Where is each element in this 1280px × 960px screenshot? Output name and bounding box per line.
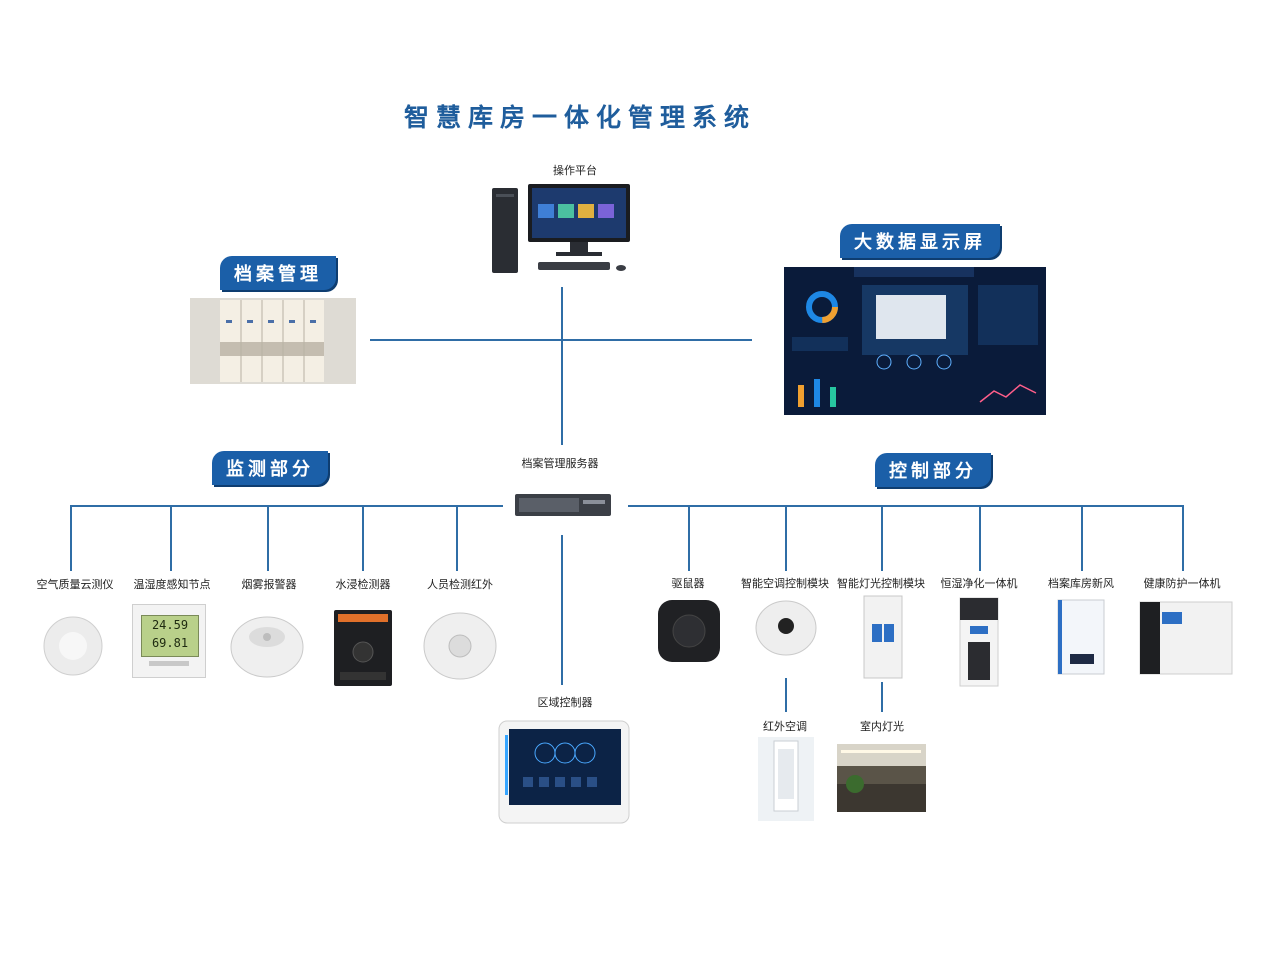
connector-drop-2	[170, 505, 172, 571]
connector-drop-11	[1182, 505, 1184, 571]
connector-ac-ir	[785, 678, 787, 712]
device-label-light-module: 智能灯光控制模块	[837, 577, 925, 590]
diagram-title: 智慧库房一体化管理系统	[403, 103, 756, 132]
connector-drop-5	[456, 505, 458, 571]
archive-management-badge: 档案管理	[220, 256, 336, 290]
connector-control-bus	[628, 505, 1184, 507]
humidity-purifier-icon	[959, 597, 999, 687]
connector-drop-10	[1081, 505, 1083, 571]
light-control-module-icon	[863, 595, 903, 679]
device-label-infrared: 人员检测红外	[427, 578, 493, 591]
rack-server-icon	[515, 494, 611, 516]
connector-platform-server	[561, 287, 563, 445]
big-data-screen-badge: 大数据显示屏	[840, 224, 1000, 258]
archive-cabinet-image	[190, 298, 356, 384]
connector-drop-4	[362, 505, 364, 571]
lcd-display: 24.59 69.81	[141, 615, 199, 657]
air-quality-sensor-icon	[43, 616, 103, 676]
device-label-fresh-air: 档案库房新风	[1048, 577, 1114, 590]
ir-ac-label: 红外空调	[763, 720, 807, 733]
device-label-ac-module: 智能空调控制模块	[741, 577, 829, 590]
smoke-detector-icon	[230, 616, 304, 678]
device-label-smoke: 烟雾报警器	[241, 578, 297, 591]
connector-drop-1	[70, 505, 72, 571]
sensor-buttons	[149, 661, 189, 666]
device-label-humidity-purifier: 恒湿净化一体机	[940, 577, 1018, 590]
connector-drop-9	[979, 505, 981, 571]
humidity-reading: 69.81	[151, 636, 189, 650]
infrared-detector-icon	[423, 612, 497, 680]
zone-controller-label: 区域控制器	[537, 696, 593, 709]
connector-archive-screen	[370, 339, 752, 341]
device-label-health-protection: 健康防护一体机	[1143, 577, 1221, 590]
rodent-repeller-icon	[658, 600, 720, 662]
connector-drop-8	[881, 505, 883, 571]
temperature-reading: 24.59	[151, 618, 189, 632]
temp-humidity-sensor: 24.59 69.81	[132, 604, 206, 678]
indoor-light-label: 室内灯光	[860, 720, 904, 733]
connector-drop-3	[267, 505, 269, 571]
connector-server-zone	[561, 535, 563, 685]
connector-monitoring-bus	[70, 505, 503, 507]
monitoring-badge: 监测部分	[212, 451, 328, 485]
operation-platform-label: 操作平台	[553, 164, 597, 177]
dashboard-screen-image	[784, 267, 1046, 415]
device-label-temp-humidity: 温湿度感知节点	[133, 578, 211, 591]
water-leak-detector-icon	[334, 610, 392, 686]
ac-control-module-icon	[755, 600, 817, 656]
health-protection-unit-icon	[1139, 601, 1233, 675]
device-label-water: 水浸检测器	[335, 578, 391, 591]
connector-drop-7	[785, 505, 787, 571]
zone-controller-panel-image	[498, 720, 630, 824]
tower-ac-icon	[758, 737, 814, 821]
fresh-air-unit-icon	[1057, 599, 1105, 675]
control-badge: 控制部分	[875, 453, 991, 487]
office-photo-image	[837, 744, 926, 812]
connector-drop-6	[688, 505, 690, 571]
connector-light-room	[881, 682, 883, 712]
device-label-rodent-repeller: 驱鼠器	[671, 577, 705, 590]
archive-server-label: 档案管理服务器	[521, 457, 599, 470]
device-label-air-quality: 空气质量云测仪	[36, 578, 114, 591]
desktop-computer-icon	[492, 184, 630, 273]
